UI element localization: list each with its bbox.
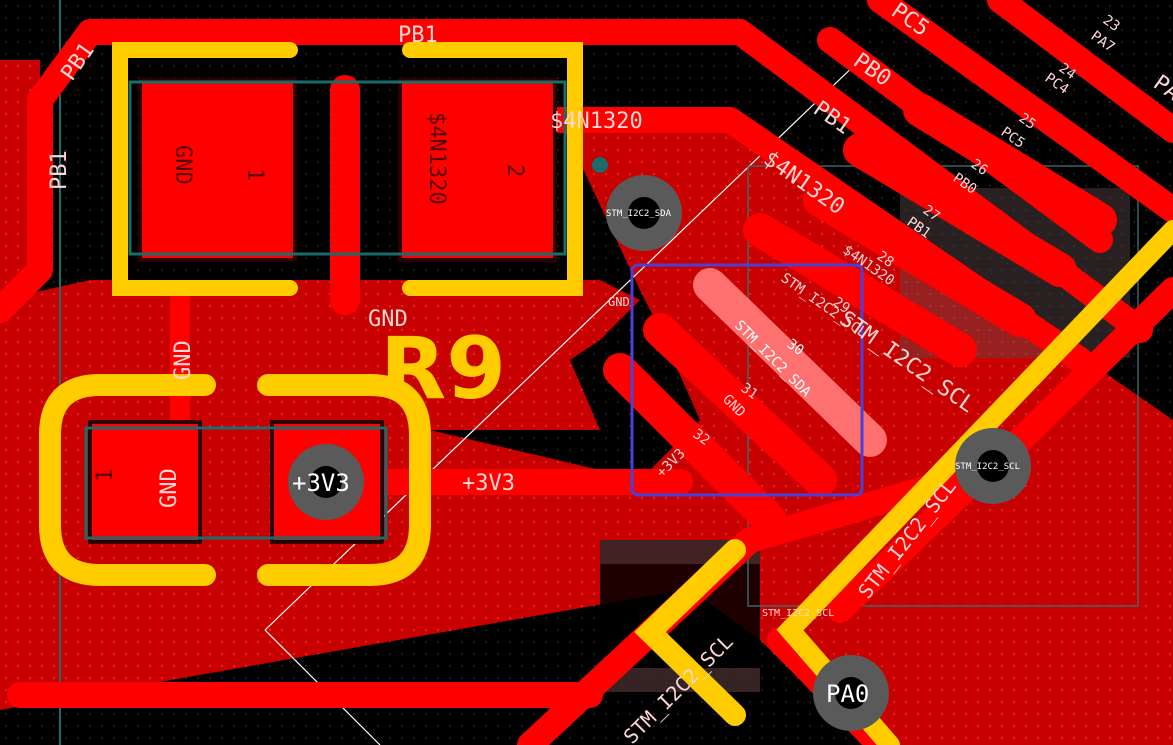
pin-29-num: 29: [830, 294, 853, 317]
net-label-gnd-c: GND: [608, 295, 630, 309]
net-label-pb1-top: PB1: [398, 23, 438, 48]
pin-27-num: 27: [920, 202, 943, 225]
r9-pad-1-number: 1: [242, 168, 267, 181]
net-label-pb1-left-b: PB1: [47, 150, 72, 190]
via-3v3-hole: [310, 466, 342, 498]
via-sda[interactable]: STM_I2C2_SDA: [606, 175, 682, 251]
r9-pad-2-number: 2: [502, 164, 527, 177]
pin-23-num: 23: [1100, 12, 1123, 35]
ic-pin-30[interactable]: [693, 268, 887, 457]
c-pad-1-net: GND: [157, 468, 182, 508]
r9-pad-1[interactable]: [138, 78, 297, 262]
c-silkscreen-right: [257, 374, 431, 586]
trace-pin23[interactable]: [987, 0, 1173, 143]
r9-pad-1-net: GND: [170, 145, 195, 185]
net-label-4n1320-h: $4N1320: [550, 109, 643, 134]
via-pa0-hole: [835, 677, 867, 709]
pin-26-num: 26: [968, 156, 991, 179]
r9-silkscreen-right: [402, 42, 583, 296]
via-scl-label: STM_I2C2_SCL: [955, 462, 1020, 472]
via-scl-hole: [977, 450, 1009, 482]
net-label-scl-small: STM_I2C2_SCL: [762, 608, 834, 619]
via-sda-label: STM_I2C2_SDA: [606, 209, 672, 219]
c-silkscreen-left: [39, 374, 216, 586]
via-3v3[interactable]: +3V3: [288, 444, 364, 520]
via-scl[interactable]: STM_I2C2_SCL: [955, 428, 1031, 504]
r9-pad-2[interactable]: [398, 78, 557, 262]
net-label-gnd-a: GND: [368, 307, 408, 332]
footprint-r9[interactable]: 1 GND 2 $4N1320 R9: [112, 42, 583, 419]
r9-silkscreen-left: [112, 42, 298, 296]
copper-pour-gnd[interactable]: [0, 280, 640, 430]
silkscreen-chevron-left: [634, 539, 746, 726]
c-pad-1[interactable]: [88, 420, 202, 544]
selection-box[interactable]: [630, 263, 864, 497]
via-pa0[interactable]: PA0: [813, 655, 889, 731]
via-sda-hole: [628, 197, 660, 229]
r9-pad-2-net: $4N1320: [424, 112, 449, 205]
trace-pb1[interactable]: [0, 19, 1153, 343]
net-label-gnd-b: GND: [171, 340, 196, 380]
pin-25-num: 25: [1016, 110, 1039, 133]
ic-courtyard: [747, 165, 1139, 607]
ic-pin-28[interactable]: [743, 213, 977, 367]
ic-pin-31[interactable]: [643, 313, 837, 497]
pin-28-num: 28: [874, 248, 897, 271]
net-label-3v3: +3V3: [462, 471, 515, 496]
pin-24-num: 24: [1056, 60, 1079, 83]
r9-courtyard: [128, 80, 567, 256]
via-pa0-label: PA0: [826, 680, 869, 708]
trace-pc5[interactable]: [867, 0, 1173, 223]
ic-pin-27[interactable]: [843, 133, 1077, 287]
pin-31-num: 31: [738, 380, 761, 403]
ic-pin-26[interactable]: [903, 93, 1117, 237]
c-courtyard: [84, 426, 388, 540]
pin-30-num: 30: [784, 336, 807, 359]
pin-32-num: 32: [690, 426, 713, 449]
trace-scl[interactable]: [517, 277, 1173, 745]
ic-pin-29[interactable]: [803, 183, 1037, 337]
via-3v3-label: +3V3: [292, 469, 350, 497]
c-pad-1-number: 1: [93, 469, 118, 482]
via-small[interactable]: [592, 157, 608, 173]
